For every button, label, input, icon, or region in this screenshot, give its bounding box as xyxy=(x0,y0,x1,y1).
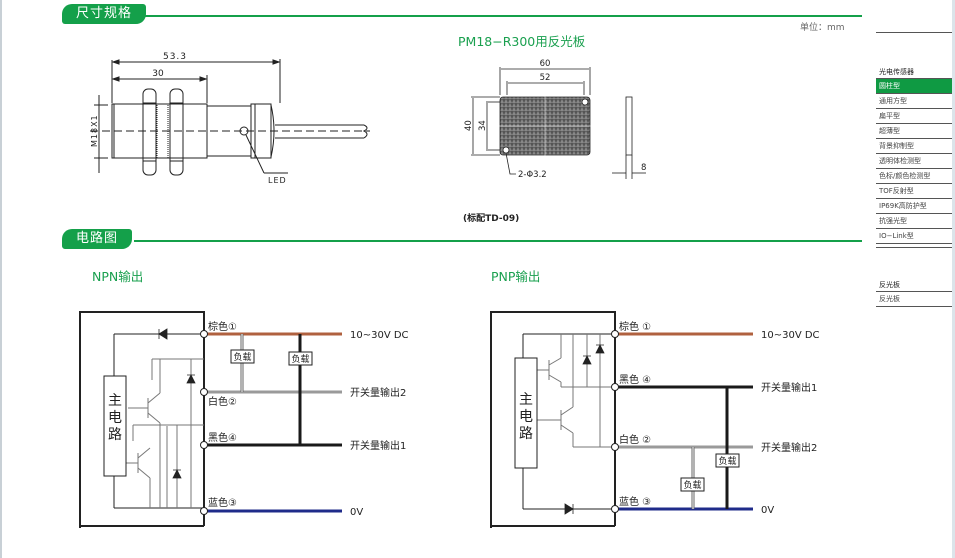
pnp-signal-output2: 开关量输出2 xyxy=(761,441,817,454)
pnp-signal-vdc: 10~30V DC xyxy=(761,330,820,341)
section-title-dimensions: 尺寸规格 xyxy=(62,4,147,24)
unit-label: 单位：mm xyxy=(800,23,845,33)
sidebar-divider xyxy=(876,247,952,248)
npn-wire-label-blue: 蓝色③ xyxy=(208,496,237,509)
pnp-title: PNP输出 xyxy=(491,269,541,284)
npn-title: NPN输出 xyxy=(92,269,144,284)
sidebar-item[interactable]: 反光板 xyxy=(876,292,952,307)
sidebar-item[interactable]: 抗强光型 xyxy=(876,214,952,229)
sidebar-item[interactable]: IP69K高防护型 xyxy=(876,199,952,214)
pnp-main-char-1: 主 xyxy=(519,392,533,408)
dim-reflector-height-inner: 34 xyxy=(478,120,488,131)
npn-signal-vdc: 10~30V DC xyxy=(350,330,409,341)
pnp-main-circuit-block xyxy=(514,357,538,469)
npn-load-1-label: 负载 xyxy=(291,353,309,365)
reflector-drawing: 60 52 40 34 2-Φ3.2 8 xyxy=(464,59,646,180)
dim-thread-size: M18X1 xyxy=(90,114,99,147)
pnp-load-2-label: 负载 xyxy=(683,479,701,491)
led-label: LED xyxy=(268,176,287,185)
npn-load-1 xyxy=(288,351,313,366)
sidebar-divider xyxy=(876,32,952,33)
section-divider xyxy=(134,15,862,17)
pnp-signal-0v: 0V xyxy=(761,505,774,516)
pnp-wire-label-black: 黑色 ④ xyxy=(619,373,651,386)
reflector-caption: (标配TD-09) xyxy=(463,214,520,224)
section-divider xyxy=(134,240,862,242)
page-right-scrollbar[interactable] xyxy=(952,0,955,558)
section-header-dimensions: 尺寸规格 xyxy=(62,4,862,24)
npn-main-circuit-block xyxy=(103,375,127,477)
sidebar-divider xyxy=(876,78,952,79)
npn-wire-label-white: 白色② xyxy=(208,395,237,408)
sidebar-item[interactable]: TOF反射型 xyxy=(876,184,952,199)
dim-reflector-thickness: 8 xyxy=(641,163,646,173)
sidebar-item[interactable]: 背景抑制型 xyxy=(876,139,952,154)
npn-wire-label-brown: 棕色① xyxy=(208,320,237,333)
dim-reflector-width-inner: 52 xyxy=(540,73,551,83)
npn-wire-label-black: 黑色④ xyxy=(208,431,237,444)
section-title-circuit: 电路图 xyxy=(62,229,133,249)
pnp-load-2 xyxy=(680,477,705,492)
npn-signal-output1: 开关量输出1 xyxy=(350,439,406,452)
dim-total-length: 53.3 xyxy=(163,52,187,62)
pnp-wire-label-blue: 蓝色 ③ xyxy=(619,495,651,508)
sidebar-item[interactable]: 通用方型 xyxy=(876,94,952,109)
sidebar-divider xyxy=(876,291,952,292)
section-header-circuit: 电路图 xyxy=(62,229,862,249)
pnp-wire-label-brown: 棕色 ① xyxy=(619,320,651,333)
sidebar-item[interactable]: 色标/颜色检测型 xyxy=(876,169,952,184)
npn-circuit-diagram: 主 电 路 负载 负载 棕色① 白色② 黑色④ 蓝色③ 10~30V DC 开关… xyxy=(79,311,409,528)
npn-main-char-2: 电 xyxy=(108,410,122,426)
npn-main-char-3: 路 xyxy=(108,427,122,443)
sidebar-item[interactable]: 超薄型 xyxy=(876,124,952,139)
sidebar-item[interactable]: 透明体检测型 xyxy=(876,154,952,169)
dim-thread-length: 30 xyxy=(152,69,164,79)
npn-load-2-label: 负载 xyxy=(233,351,251,363)
sidebar-group-title-photoelectric: 光电传感器 xyxy=(879,68,914,76)
sidebar-item[interactable]: IO−Link型 xyxy=(876,229,952,244)
pnp-main-char-3: 路 xyxy=(519,426,533,442)
npn-signal-0v: 0V xyxy=(350,507,363,518)
page-left-border xyxy=(0,0,2,558)
pnp-wire-label-white: 白色 ② xyxy=(619,433,651,446)
sensor-dimension-drawing: 53.3 30 M18X1 LED xyxy=(90,52,370,185)
dim-reflector-width-outer: 60 xyxy=(540,59,551,69)
sidebar-item[interactable]: 圆柱型 xyxy=(876,79,952,94)
npn-main-char-1: 主 xyxy=(108,393,122,409)
reflector-hole-label: 2-Φ3.2 xyxy=(518,170,547,180)
pnp-load-1-label: 负载 xyxy=(718,455,736,467)
pnp-load-1 xyxy=(715,453,740,468)
npn-signal-output2: 开关量输出2 xyxy=(350,386,406,399)
sidebar-item[interactable]: 扁平型 xyxy=(876,109,952,124)
dim-reflector-height-outer: 40 xyxy=(464,120,474,131)
pnp-signal-output1: 开关量输出1 xyxy=(761,381,817,394)
reflector-title: PM18−R300用反光板 xyxy=(458,34,586,49)
sidebar-group-title-reflector: 反光板 xyxy=(879,281,900,289)
npn-load-2 xyxy=(230,349,255,364)
pnp-circuit-diagram: 主 电 路 负载 负载 棕色 ① 黑色 ④ 白色 ② 蓝色 ③ 10~30V D… xyxy=(490,311,820,528)
pnp-main-char-2: 电 xyxy=(519,409,533,425)
